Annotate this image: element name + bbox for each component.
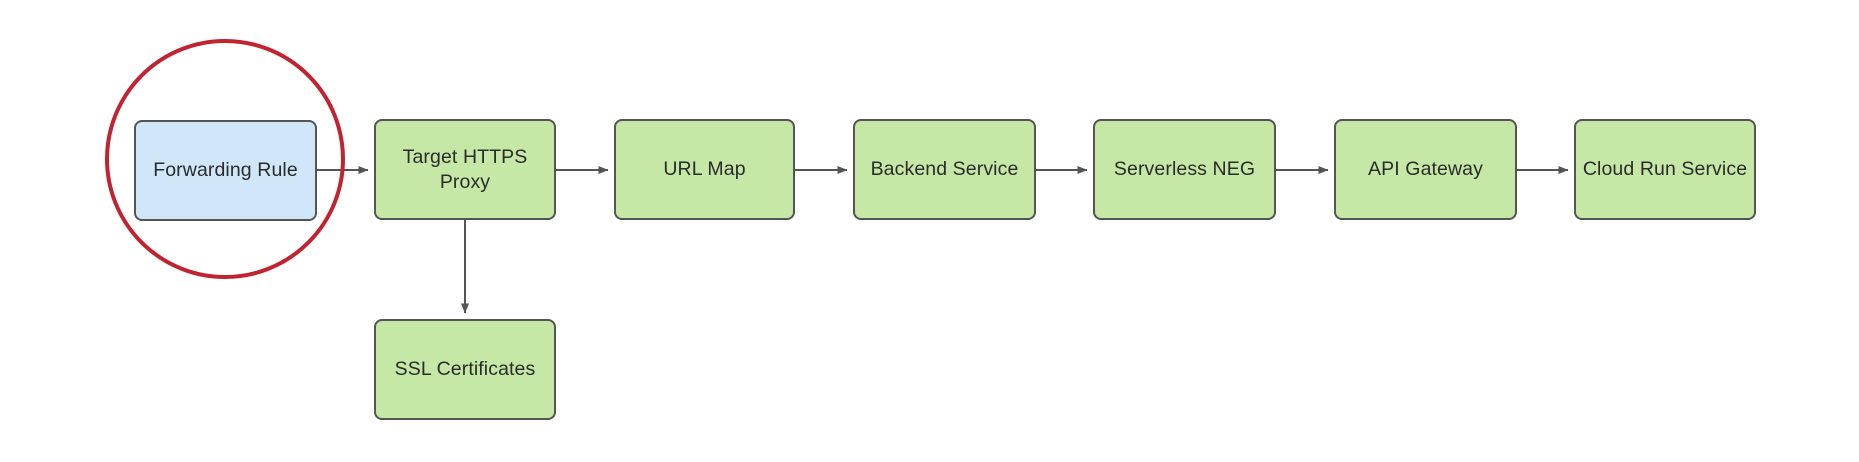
node-serverless-neg-label: Serverless NEG [1113,158,1256,181]
node-cloud-run-service[interactable]: Cloud Run Service [1574,119,1756,220]
node-ssl-certificates-label: SSL Certificates [394,358,536,381]
node-target-https-proxy-label: Target HTTPS Proxy [402,145,528,193]
node-ssl-certificates[interactable]: SSL Certificates [374,319,556,420]
node-backend-service[interactable]: Backend Service [853,119,1036,220]
node-url-map-label: URL Map [663,158,746,181]
node-forwarding-rule-label: Forwarding Rule [153,159,298,182]
node-serverless-neg[interactable]: Serverless NEG [1093,119,1276,220]
node-backend-service-label: Backend Service [870,158,1019,181]
node-url-map[interactable]: URL Map [614,119,795,220]
node-target-https-proxy[interactable]: Target HTTPS Proxy [374,119,556,220]
forwarding-rule-highlight-circle [105,39,345,279]
node-forwarding-rule[interactable]: Forwarding Rule [134,120,317,221]
node-api-gateway-label: API Gateway [1368,158,1483,181]
node-cloud-run-service-label: Cloud Run Service [1582,158,1748,181]
node-api-gateway[interactable]: API Gateway [1334,119,1517,220]
